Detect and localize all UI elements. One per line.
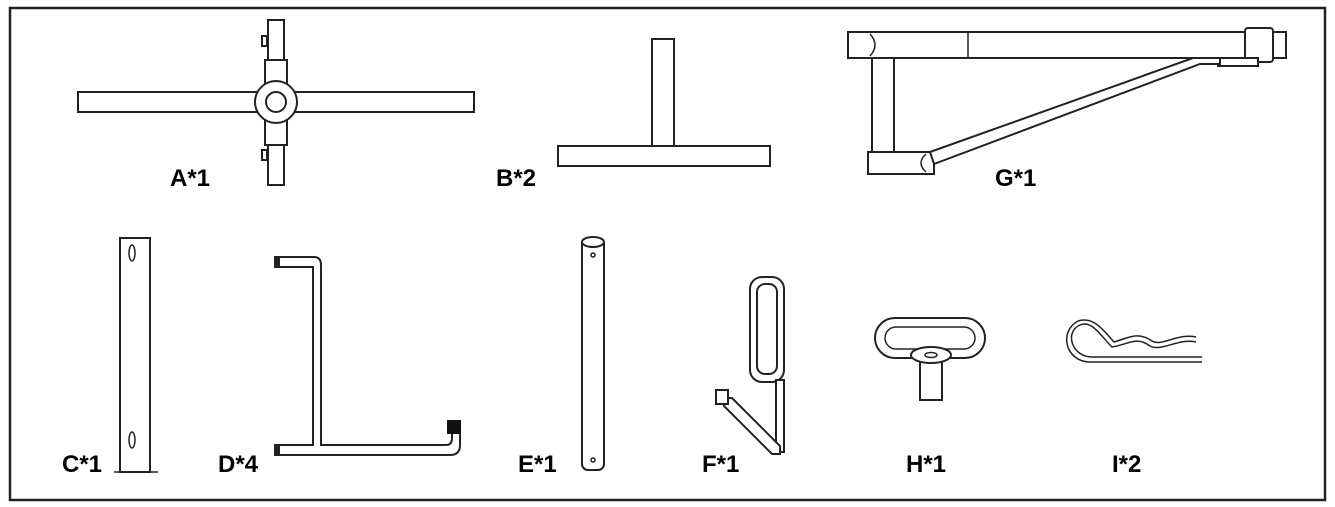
part-h-label: H*1 xyxy=(906,451,946,478)
part-a-cross-base xyxy=(77,19,475,186)
part-e-label: E*1 xyxy=(518,451,557,478)
part-i-label: I*2 xyxy=(1112,451,1141,478)
part-b-label: B*2 xyxy=(496,165,536,192)
part-f-hook-bracket xyxy=(715,276,785,455)
part-f-label: F*1 xyxy=(702,451,739,478)
part-i-r-clip xyxy=(1066,319,1202,363)
part-d-label: D*4 xyxy=(218,451,259,478)
part-e-pole xyxy=(581,236,605,471)
part-g-arm-bracket xyxy=(847,27,1287,175)
part-c-vertical-plate xyxy=(114,237,158,473)
part-h-handle-bolt xyxy=(874,317,986,401)
part-g-label: G*1 xyxy=(995,165,1036,192)
part-a-label: A*1 xyxy=(170,165,210,192)
part-b-t-stand xyxy=(557,38,771,167)
part-c-label: C*1 xyxy=(62,451,102,478)
part-d-l-rod xyxy=(274,256,461,456)
